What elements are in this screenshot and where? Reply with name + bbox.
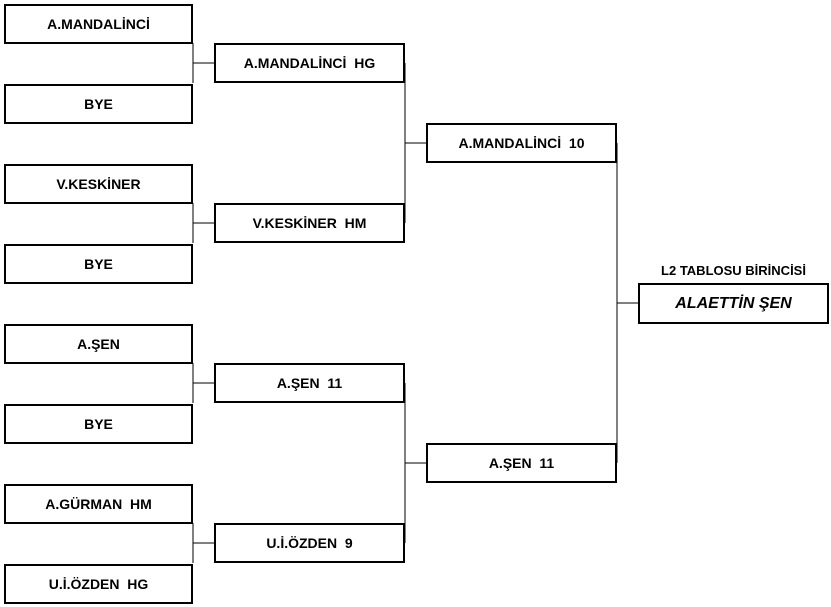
round1-slot-1: A.MANDALİNCİ [4, 4, 193, 44]
round1-slot-4: BYE [4, 244, 193, 284]
round3-slot-2: A.ŞEN 11 [426, 443, 617, 483]
round1-slot-8: U.İ.ÖZDEN HG [4, 564, 193, 604]
round1-slot-7: A.GÜRMAN HM [4, 484, 193, 524]
round3-slot-1: A.MANDALİNCİ 10 [426, 123, 617, 163]
round2-slot-1: A.MANDALİNCİ HG [214, 43, 405, 83]
round1-slot-3: V.KESKİNER [4, 164, 193, 204]
champion-title: L2 TABLOSU BİRİNCİSİ [661, 263, 806, 278]
round1-slot-6: BYE [4, 404, 193, 444]
round1-slot-2: BYE [4, 84, 193, 124]
round1-slot-5: A.ŞEN [4, 324, 193, 364]
round2-slot-2: V.KESKİNER HM [214, 203, 405, 243]
round2-slot-4: U.İ.ÖZDEN 9 [214, 523, 405, 563]
round2-slot-3: A.ŞEN 11 [214, 363, 405, 403]
champion-name: ALAETTİN ŞEN [638, 283, 829, 324]
